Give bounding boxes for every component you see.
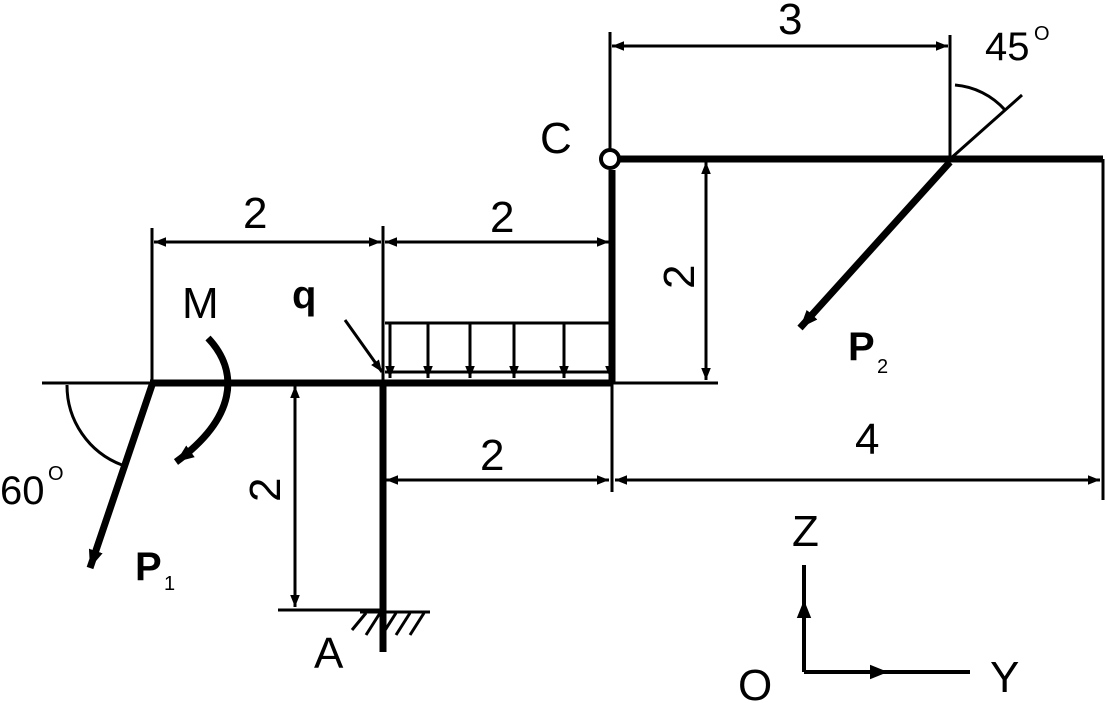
angle-arc-45: [954, 83, 1007, 112]
label-angle-45-degree: O: [1034, 23, 1050, 45]
force-p1-arrow: [86, 383, 156, 570]
q-leader-line: [343, 319, 384, 373]
angle-arcs: [65, 83, 1007, 467]
fixed-support-a: [350, 610, 430, 636]
force-p2-arrow: [797, 159, 953, 331]
p2-angle-ref: [949, 93, 1023, 161]
label-point-c: C: [540, 114, 572, 163]
label-point-a: A: [314, 629, 344, 678]
forces: [86, 159, 953, 570]
label-origin: O: [738, 661, 772, 703]
coordinate-axes: [796, 565, 970, 680]
dim-label-left-upper-2: 2: [243, 189, 267, 238]
label-angle-45: 45: [985, 25, 1030, 69]
label-force-p1-sub: 1: [164, 573, 175, 595]
label-force-p1: P: [135, 545, 162, 589]
label-axis-y: Y: [990, 653, 1019, 702]
hinge-c: [599, 148, 621, 170]
dim-label-top-3: 3: [778, 0, 802, 44]
label-moment: M: [182, 279, 219, 328]
moment-m-arrow: [173, 335, 232, 465]
label-load-q: q: [292, 273, 316, 317]
label-axis-z: Z: [792, 507, 819, 556]
label-force-p2: P: [848, 325, 875, 369]
label-angle-60-degree: O: [48, 463, 64, 485]
reference-lines: [42, 32, 1105, 612]
angle-arc-60: [65, 384, 123, 467]
dim-label-right-lower-4: 4: [855, 415, 879, 464]
label-angle-60: 60: [0, 469, 45, 513]
dim-label-mid-lower-2: 2: [480, 431, 504, 480]
dim-label-vertical-left-2: 2: [241, 478, 290, 502]
structure: [150, 148, 1103, 652]
dimension-lines: [154, 41, 1100, 607]
labels: C A O Z Y M q P 1 P 2 60 O 45 O 3 2 2 2 …: [0, 0, 1050, 703]
label-force-p2-sub: 2: [877, 356, 888, 378]
distributed-load-q: [343, 319, 615, 378]
dim-label-mid-upper-2: 2: [490, 193, 514, 242]
dim-label-vertical-right-2: 2: [655, 265, 704, 289]
